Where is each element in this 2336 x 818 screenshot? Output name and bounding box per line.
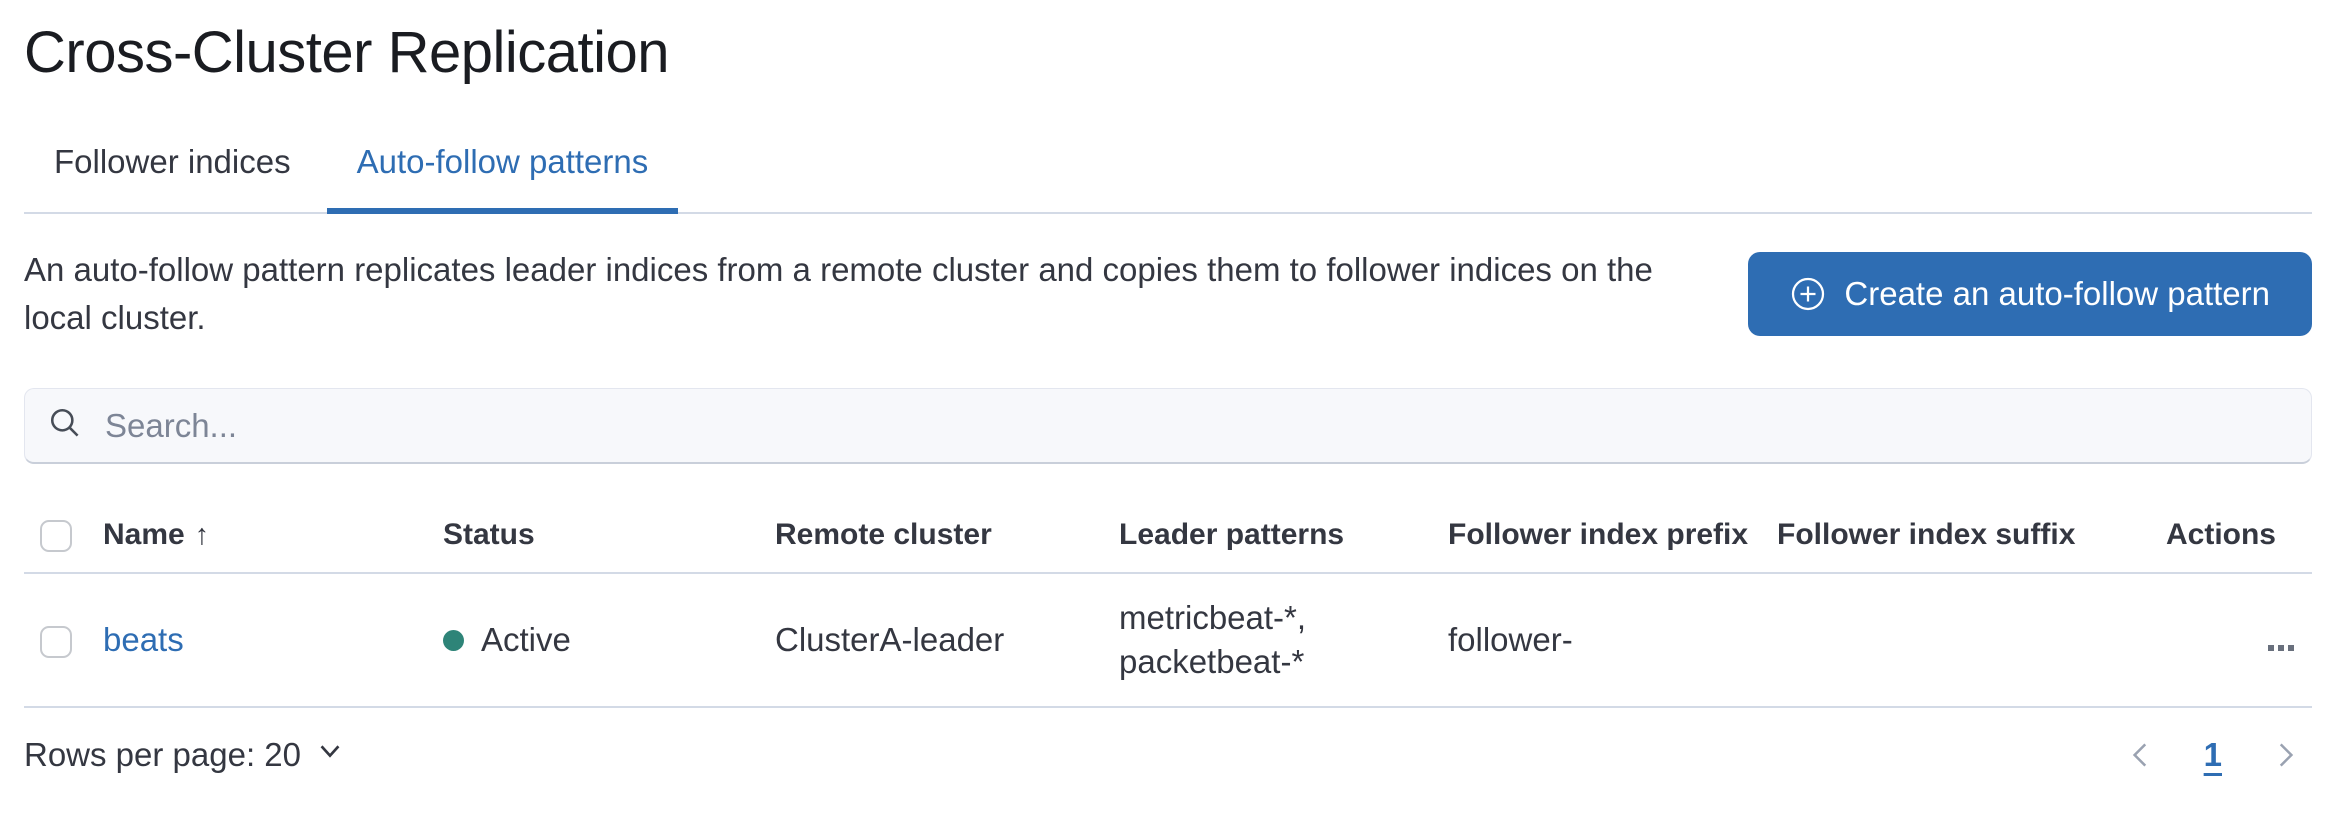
table-row-beats: beats Active ClusterA-leader metricbeat-… (24, 573, 2312, 709)
leader-patterns-cell: metricbeat-*, packetbeat-* (1119, 573, 1448, 709)
chevron-right-icon (2279, 743, 2294, 767)
auto-follow-patterns-table: Name ↑ Status Remote cluster Leader patte… (24, 506, 2312, 709)
pagination: 1 (2120, 734, 2312, 776)
tab-auto-follow-patterns[interactable]: Auto-follow patterns (326, 142, 679, 214)
page-description: An auto-follow pattern replicates leader… (24, 251, 1653, 336)
tab-follower-indices[interactable]: Follower indices (54, 143, 291, 180)
column-header-remote-cluster: Remote cluster (775, 506, 1119, 575)
table-header-row: Name ↑ Status Remote cluster Leader patte… (24, 506, 2312, 575)
follower-index-prefix-cell: follower- (1448, 573, 1777, 709)
next-page-button[interactable] (2264, 734, 2306, 776)
boxes-horizontal-icon (2268, 645, 2274, 652)
plus-in-circle-icon (1790, 276, 1826, 312)
rows-per-page-label: Rows per page: 20 (24, 736, 302, 774)
cross-cluster-replication-page: Cross-Cluster Replication Follower indic… (0, 18, 2336, 776)
column-header-name[interactable]: Name ↑ (103, 506, 443, 575)
status-label: Active (481, 621, 571, 659)
column-header-status: Status (443, 506, 775, 575)
sort-ascending-icon: ↑ (194, 519, 210, 552)
status-active-dot-icon (443, 629, 464, 651)
row-checkbox[interactable] (40, 626, 72, 659)
chevron-down-icon (315, 736, 345, 774)
page-title: Cross-Cluster Replication (24, 20, 670, 85)
table-footer: Rows per page: 20 1 (24, 734, 2312, 776)
column-header-follower-index-suffix: Follower index suffix (1777, 506, 2107, 575)
rows-per-page-button[interactable]: Rows per page: 20 (24, 736, 345, 774)
tab-bar: Follower indices Auto-follow patterns (24, 142, 2312, 214)
intro-row: An auto-follow pattern replicates leader… (24, 246, 2312, 342)
column-header-name-label: Name (103, 518, 185, 552)
page-number-1[interactable]: 1 (2203, 736, 2222, 774)
status-badge: Active (443, 618, 571, 662)
chevron-left-icon (2132, 743, 2146, 767)
row-actions-button[interactable] (2262, 639, 2300, 657)
search-input[interactable] (105, 406, 2289, 445)
column-header-follower-index-prefix: Follower index prefix (1448, 506, 1777, 575)
search-icon (47, 405, 83, 446)
remote-cluster-cell: ClusterA-leader (775, 573, 1119, 709)
previous-page-button[interactable] (2120, 734, 2162, 776)
column-header-actions: Actions (2107, 506, 2312, 575)
follower-index-suffix-cell (1777, 573, 2107, 709)
pattern-name-link[interactable]: beats (103, 621, 184, 659)
select-all-checkbox[interactable] (40, 520, 72, 553)
search-bar (24, 388, 2312, 464)
create-button-label: Create an auto-follow pattern (1844, 275, 2270, 312)
column-header-leader-patterns: Leader patterns (1119, 506, 1448, 575)
create-auto-follow-pattern-button[interactable]: Create an auto-follow pattern (1748, 252, 2312, 336)
